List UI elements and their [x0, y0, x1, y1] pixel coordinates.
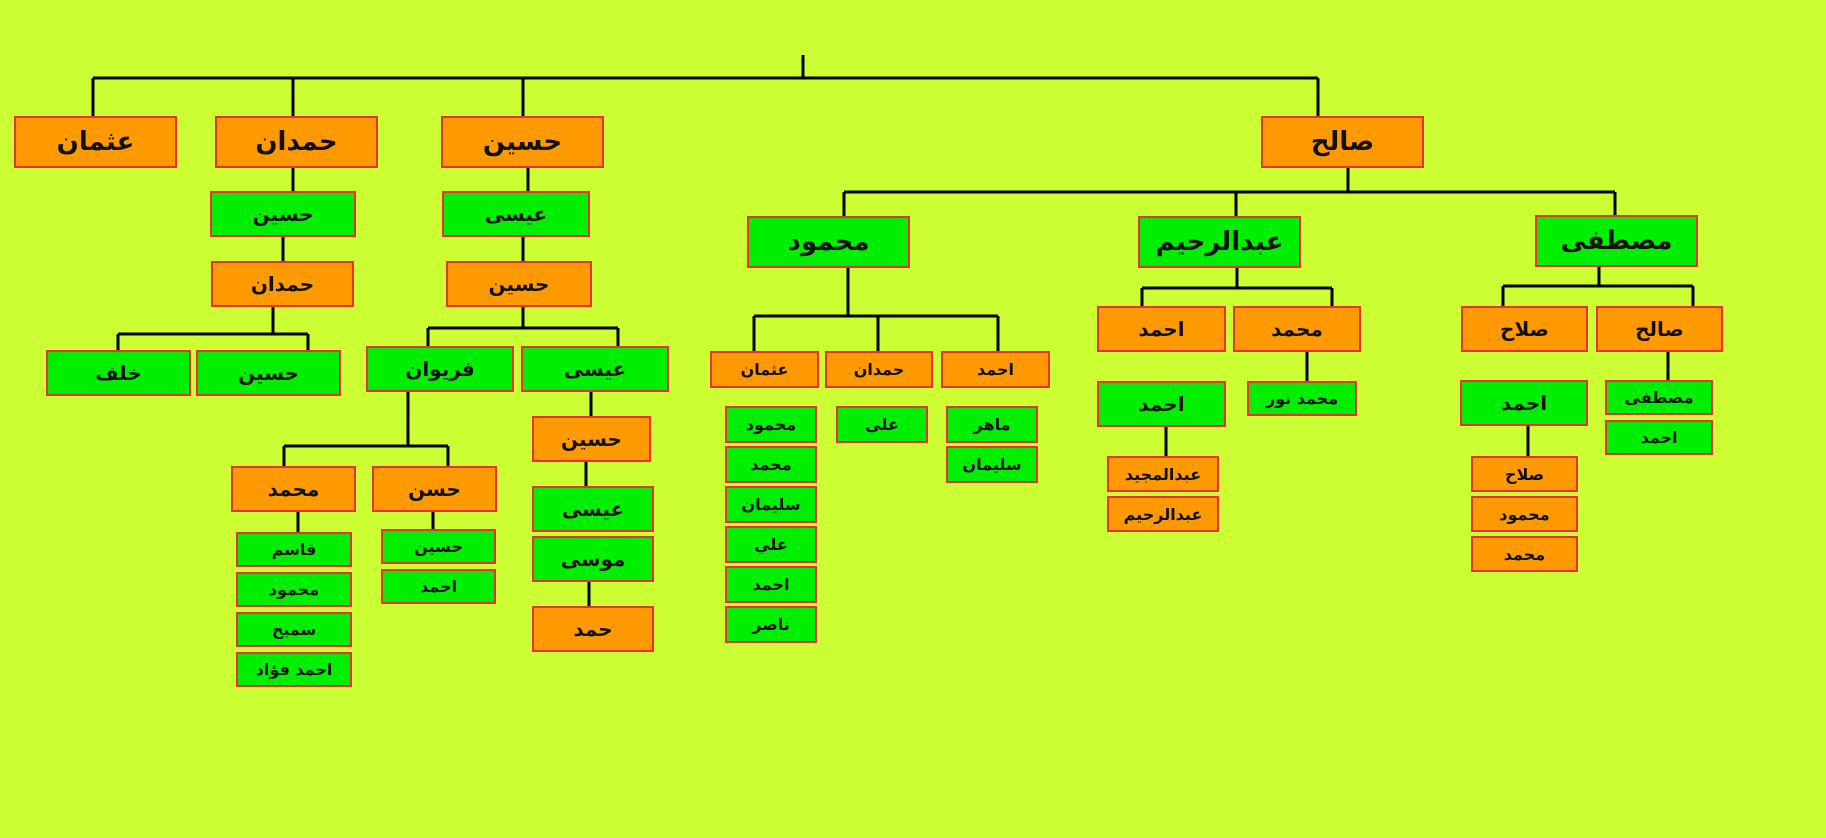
tree-node-n25: محمود	[747, 216, 910, 268]
tree-node-n7: خلف	[46, 350, 191, 396]
tree-node-n41: محمد	[1233, 306, 1361, 352]
tree-node-n42: احمد	[1097, 381, 1226, 427]
tree-node-n53: محمد	[1471, 536, 1578, 572]
tree-node-n19: قاسم	[236, 532, 352, 567]
tree-node-n45: عبدالرحيم	[1107, 496, 1219, 532]
tree-node-n49: مصطفى	[1605, 380, 1713, 415]
tree-node-n34: علي	[725, 526, 817, 563]
tree-node-n36: ناصر	[725, 606, 817, 643]
tree-node-n14: حسن	[372, 466, 497, 512]
tree-node-n30: احمد	[941, 351, 1050, 388]
tree-node-n27: مصطفى	[1535, 215, 1698, 267]
tree-node-n28: عثمان	[710, 351, 819, 388]
tree-node-n9: عيسى	[442, 191, 590, 237]
tree-node-n15: حسين	[532, 416, 651, 462]
tree-node-n44: عبدالمجيد	[1107, 456, 1219, 492]
tree-node-n20: محمود	[236, 572, 352, 607]
tree-node-n21: سميح	[236, 612, 352, 647]
tree-node-n24: احمد	[381, 569, 496, 604]
tree-node-n43: محمد نور	[1247, 381, 1357, 416]
tree-node-n6: حمدان	[211, 261, 354, 307]
tree-node-n37: علي	[836, 406, 928, 443]
tree-node-n1: عثمان	[14, 116, 177, 168]
tree-node-n5: حسين	[210, 191, 356, 237]
tree-node-n31: محمود	[725, 406, 817, 443]
tree-node-n39: سليمان	[946, 446, 1038, 483]
tree-node-n40: احمد	[1097, 306, 1226, 352]
tree-node-n16: عيسى	[532, 486, 654, 532]
tree-node-n4: صالح	[1261, 116, 1424, 168]
tree-node-n38: ماهر	[946, 406, 1038, 443]
tree-node-n3: حسين	[441, 116, 604, 168]
tree-node-n32: محمد	[725, 446, 817, 483]
tree-node-n2: حمدان	[215, 116, 378, 168]
tree-node-n35: احمد	[725, 566, 817, 603]
tree-node-n48: احمد	[1460, 380, 1588, 426]
tree-node-n12: عيسى	[521, 346, 669, 392]
tree-node-n50: احمد	[1605, 420, 1713, 455]
tree-node-n29: حمدان	[825, 351, 933, 388]
tree-node-n52: محمود	[1471, 496, 1578, 532]
tree-node-n17: موسى	[532, 536, 654, 582]
tree-node-n18: حمد	[532, 606, 654, 652]
tree-node-n51: صلاح	[1471, 456, 1578, 492]
tree-node-n10: حسين	[446, 261, 592, 307]
tree-node-n22: احمد فؤاد	[236, 652, 352, 687]
tree-node-n46: صلاح	[1461, 306, 1588, 352]
tree-node-n33: سليمان	[725, 486, 817, 523]
connector-lines	[91, 55, 1695, 606]
tree-node-n47: صالح	[1596, 306, 1723, 352]
tree-node-n23: حسين	[381, 529, 496, 564]
tree-node-n13: محمد	[231, 466, 356, 512]
tree-node-n8: حسين	[196, 350, 341, 396]
tree-node-n26: عبدالرحيم	[1138, 216, 1301, 268]
tree-node-n11: فريوان	[366, 346, 514, 392]
